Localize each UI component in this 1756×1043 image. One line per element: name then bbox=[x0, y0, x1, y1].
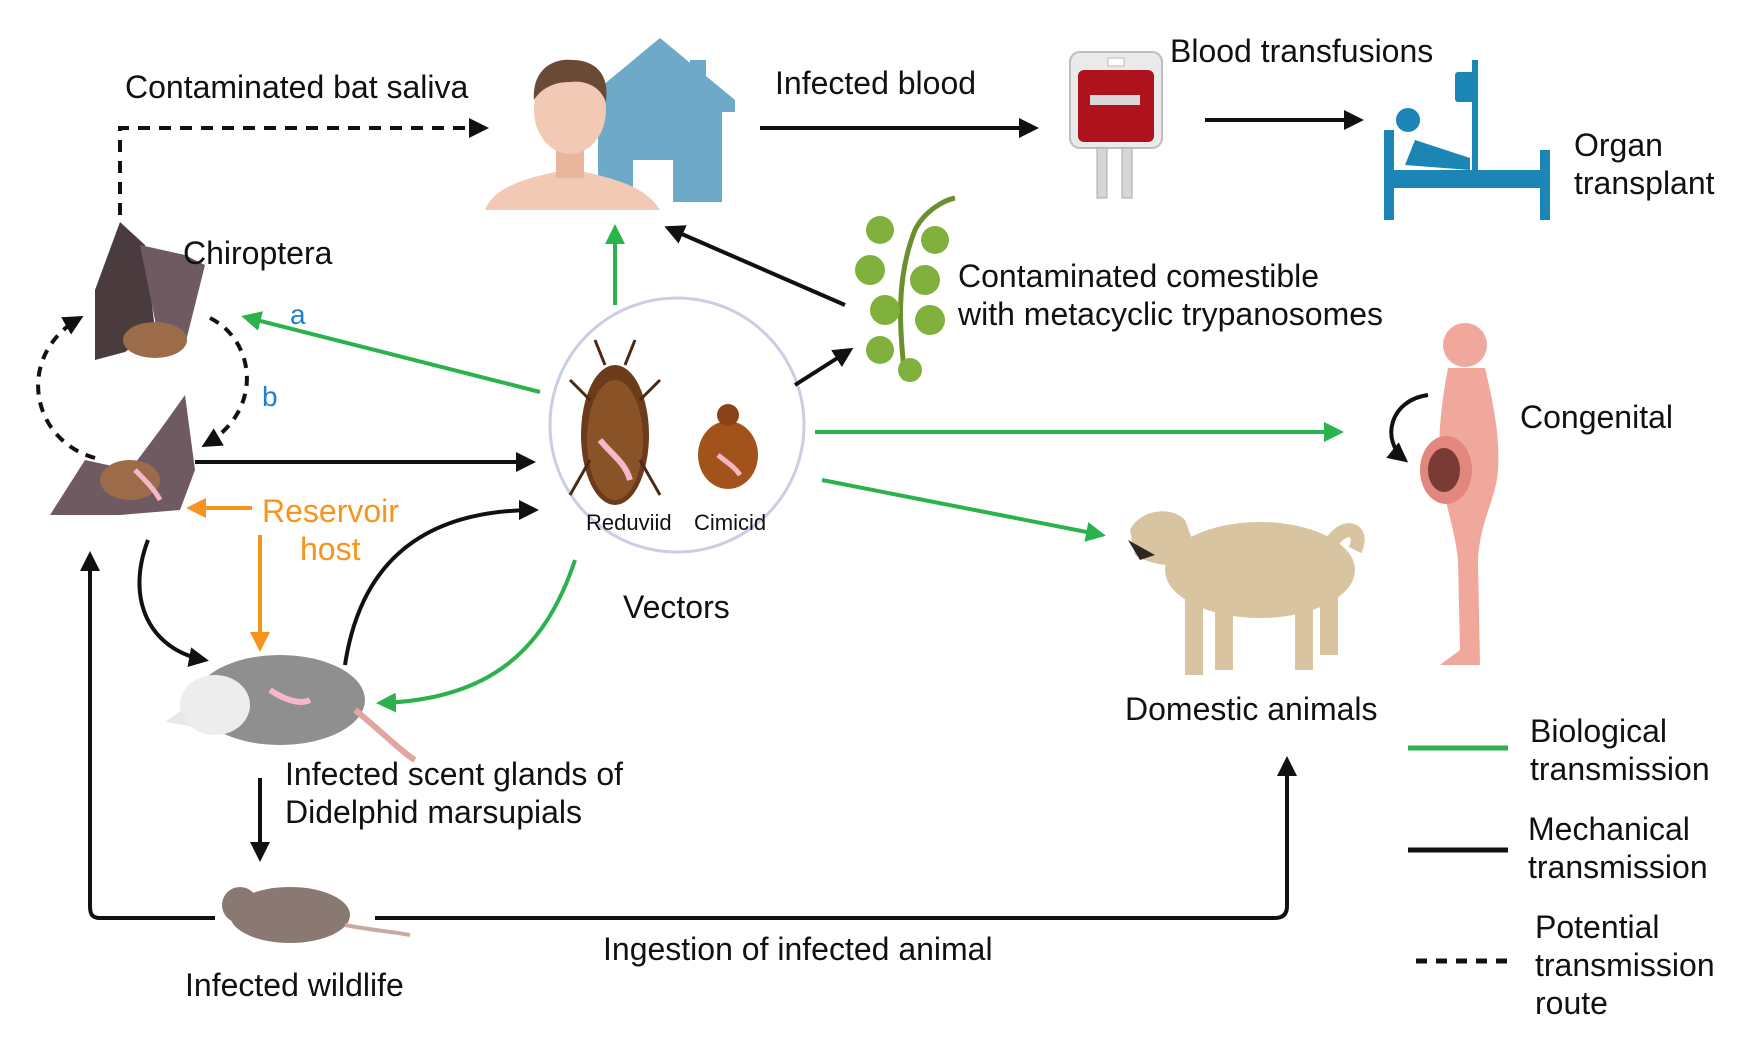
label-reduviid: Reduviid bbox=[586, 510, 672, 535]
label-marker-b: b bbox=[262, 381, 278, 412]
pregnant-woman-icon bbox=[1420, 323, 1499, 665]
opossum-to-vector-arrow bbox=[343, 500, 539, 666]
label-metacyclic-trypanosomes: with metacyclic trypanosomes bbox=[958, 296, 1384, 332]
bat-saliva-route-arrow bbox=[118, 118, 489, 215]
vector-to-domestic-arrow bbox=[821, 478, 1106, 542]
house-icon bbox=[585, 38, 735, 202]
legend-potential-label-3: route bbox=[1535, 985, 1608, 1021]
legend-mechanical-label: Mechanical bbox=[1528, 811, 1690, 847]
legend-potential-label-2: transmission bbox=[1535, 947, 1715, 983]
label-transplant: transplant bbox=[1574, 165, 1715, 201]
dog-icon bbox=[1128, 511, 1365, 675]
bat-to-opossum-arrow bbox=[137, 539, 209, 667]
label-chiroptera: Chiroptera bbox=[183, 235, 333, 271]
wildlife-rodent-icon bbox=[222, 887, 411, 943]
reduviid-bug-icon bbox=[568, 339, 662, 505]
legend-biological-label-2: transmission bbox=[1530, 751, 1710, 787]
label-reservoir: Reservoir bbox=[262, 493, 399, 529]
vector-to-opossum-arrow bbox=[376, 559, 577, 713]
wildlife-to-domestic-arrow bbox=[375, 756, 1297, 920]
vector-to-bat-arrow bbox=[241, 311, 541, 394]
label-organ: Organ bbox=[1574, 127, 1663, 163]
label-didelphid-marsupials: Didelphid marsupials bbox=[285, 794, 583, 830]
label-contaminated-comestible: Contaminated comestible bbox=[958, 258, 1320, 294]
legend-potential-label: Potential bbox=[1535, 909, 1660, 945]
blood-bag-icon bbox=[1069, 51, 1163, 199]
label-ingestion: Ingestion of infected animal bbox=[603, 931, 993, 967]
bat-loop-right-arrow bbox=[201, 316, 249, 448]
bat-icon bbox=[95, 222, 205, 360]
opossum-icon bbox=[165, 655, 417, 763]
label-vectors: Vectors bbox=[623, 589, 730, 625]
label-infected-wildlife: Infected wildlife bbox=[185, 967, 404, 1003]
label-domestic-animals: Domestic animals bbox=[1125, 691, 1378, 727]
label-cimicid: Cimicid bbox=[694, 510, 767, 535]
label-host: host bbox=[300, 531, 361, 567]
vector-to-comestible-arrow bbox=[793, 347, 854, 387]
legend-mechanical-label-2: transmission bbox=[1528, 849, 1708, 885]
label-congenital: Congenital bbox=[1520, 399, 1673, 435]
label-infected-blood: Infected blood bbox=[775, 65, 977, 101]
human-icon bbox=[485, 59, 660, 210]
wildlife-to-bat-arrow bbox=[80, 551, 215, 920]
label-infected-scent-glands: Infected scent glands of bbox=[285, 756, 623, 792]
plant-icon bbox=[855, 195, 956, 382]
hospital-bed-icon bbox=[1384, 60, 1550, 220]
label-marker-a: a bbox=[290, 299, 306, 330]
label-blood-transfusions: Blood transfusions bbox=[1170, 33, 1434, 69]
bat-loop-left-arrow bbox=[36, 316, 96, 460]
legend-biological-label: Biological bbox=[1530, 713, 1667, 749]
congenital-loop-arrow bbox=[1386, 393, 1429, 463]
comestible-to-human-arrow bbox=[664, 225, 846, 307]
label-contaminated-bat-saliva: Contaminated bat saliva bbox=[125, 69, 469, 105]
reservoir-bat-icon bbox=[50, 395, 195, 515]
cimicid-bug-icon bbox=[698, 404, 758, 489]
